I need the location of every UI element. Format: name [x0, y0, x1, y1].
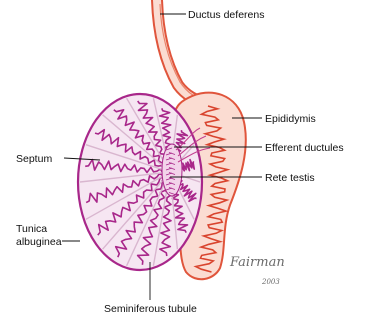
label-efferent-ductules: Efferent ductules [265, 142, 344, 154]
artist-signature: Fairman [229, 255, 285, 270]
label-albuginea: albuginea [16, 236, 62, 248]
testis [78, 94, 202, 270]
label-epididymis: Epididymis [265, 113, 316, 125]
label-ductus-deferens: Ductus deferens [188, 9, 264, 21]
label-tunica: Tunica [16, 223, 47, 235]
signature-year: 2003 [261, 278, 280, 286]
label-septum: Septum [16, 153, 52, 165]
label-seminiferous-tubule: Seminiferous tubule [104, 303, 197, 315]
label-rete-testis: Rete testis [265, 172, 315, 184]
rete-testis [162, 144, 182, 196]
